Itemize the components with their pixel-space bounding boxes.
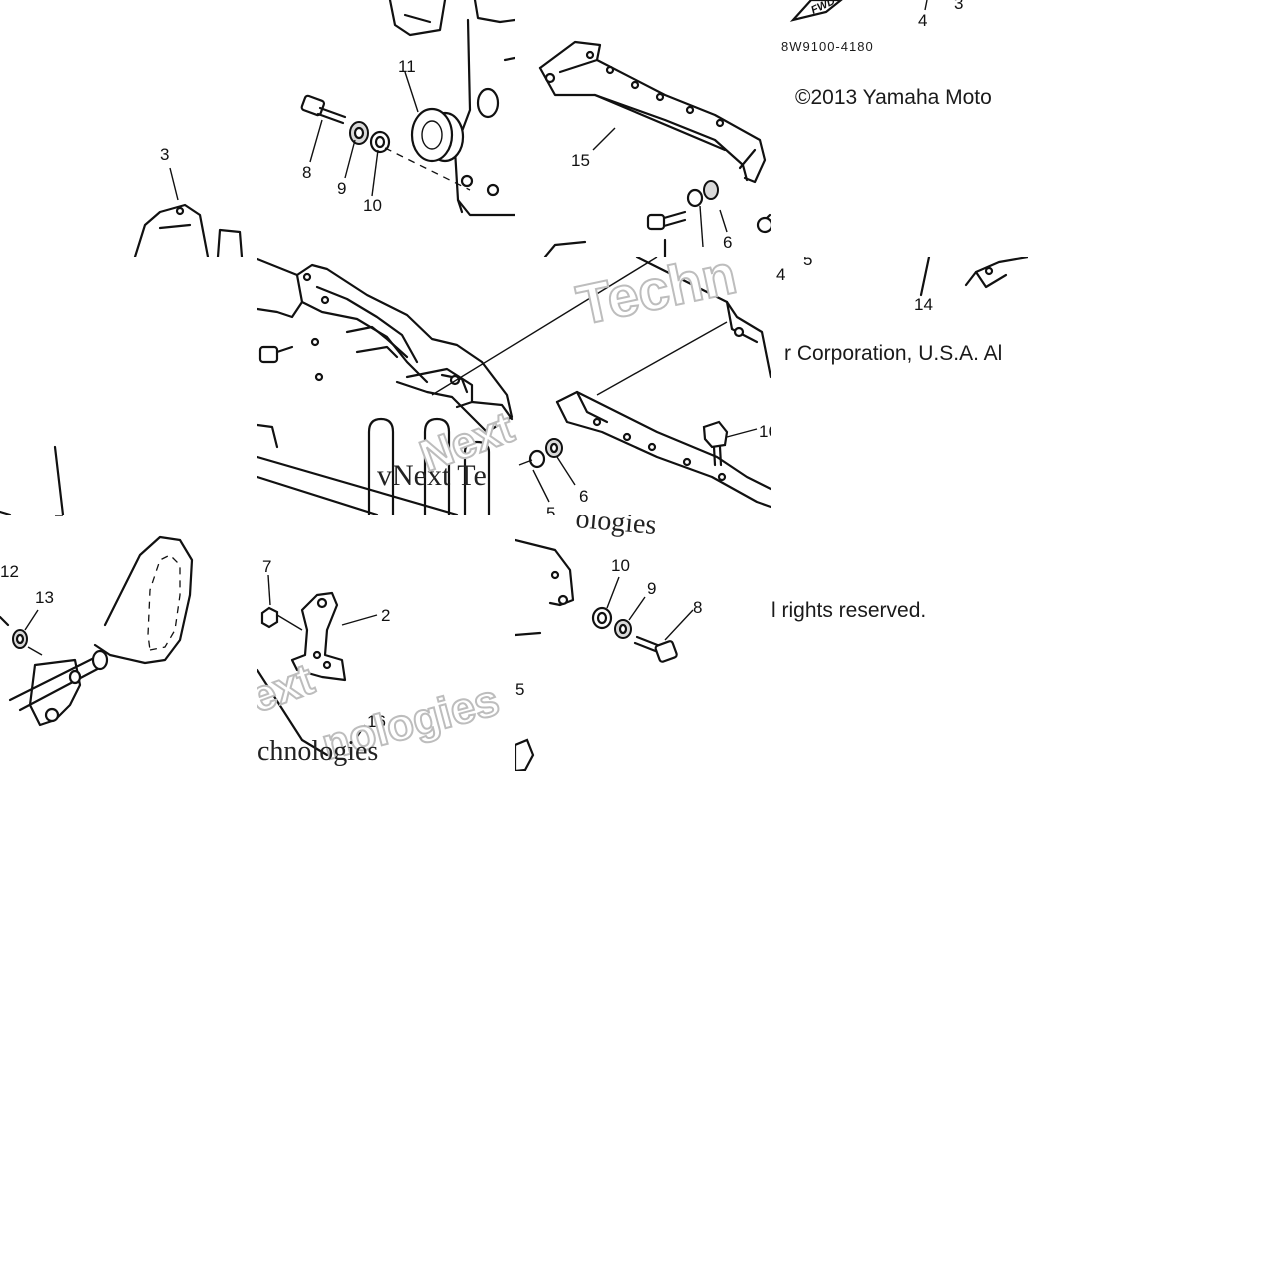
tile-main-frame: 6 5 16 Techn vNext Te Next xyxy=(257,257,771,515)
tile-copyright-top: FWD 4 3 8W9100-4180 ©2013 Yamaha Moto xyxy=(771,0,1028,257)
callout-6-mid: 6 xyxy=(579,487,588,506)
callout-3-top: 3 xyxy=(954,0,963,13)
tile-crossmember: 15 6 xyxy=(515,0,772,257)
callout-3: 3 xyxy=(160,145,169,164)
callout-8-lower: 8 xyxy=(693,598,702,617)
callout-8: 8 xyxy=(302,163,311,182)
callout-13: 13 xyxy=(35,588,54,607)
callout-16-mid: 16 xyxy=(759,422,771,441)
watermark-chnologies: chnologies xyxy=(257,736,378,767)
callout-15: 15 xyxy=(571,151,590,170)
tile-handle: 12 13 xyxy=(0,515,257,771)
tile-hinge: 7 2 16 ext nologies chnologies xyxy=(257,515,515,771)
watermark-ologies: ologies xyxy=(574,515,657,541)
copyright-line-2: r Corporation, U.S.A. Al xyxy=(784,342,1003,365)
callout-16-lower: 16 xyxy=(367,712,386,731)
callout-14: 14 xyxy=(914,295,933,314)
callout-9: 9 xyxy=(337,179,346,198)
callout-5-right: 5 xyxy=(803,257,812,269)
tile-side-panel: 10 9 8 5 ologies xyxy=(515,515,772,771)
tile-left-frame xyxy=(0,257,257,515)
callout-2: 2 xyxy=(381,606,390,625)
watermark-ext: ext xyxy=(257,654,321,722)
callout-11: 11 xyxy=(398,57,416,76)
watermark-techn: Techn xyxy=(571,257,741,337)
callout-9-lower: 9 xyxy=(647,579,656,598)
callout-6: 6 xyxy=(723,233,732,252)
callout-4-top: 4 xyxy=(918,11,927,30)
callout-12: 12 xyxy=(0,562,19,581)
watermark-vnext: vNext Te xyxy=(377,459,487,492)
tile-copyright-mid: 4 5 14 r Corporation, U.S.A. Al xyxy=(771,257,1028,515)
tile-copyright-bottom: l rights reserved. xyxy=(771,515,1028,771)
copyright-line-3: l rights reserved. xyxy=(771,599,927,622)
copyright-line-1: ©2013 Yamaha Moto xyxy=(795,86,992,109)
tile-mounting-bracket: 11 8 9 10 3 xyxy=(0,0,515,257)
callout-7: 7 xyxy=(262,557,271,576)
callout-5-mid: 5 xyxy=(546,504,555,515)
callout-10: 10 xyxy=(363,196,382,215)
diagram-code: 8W9100-4180 xyxy=(781,39,874,54)
callout-4-mid: 4 xyxy=(776,265,785,284)
callout-5-lower: 5 xyxy=(515,680,524,699)
callout-10-lower: 10 xyxy=(611,556,630,575)
